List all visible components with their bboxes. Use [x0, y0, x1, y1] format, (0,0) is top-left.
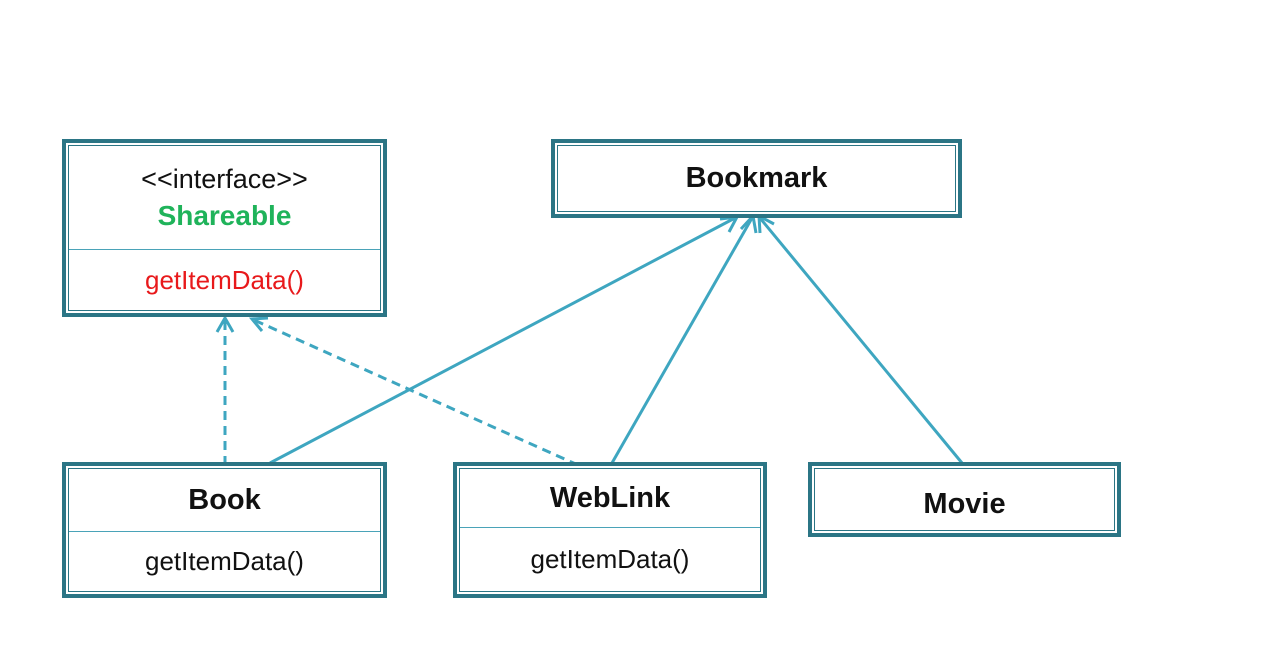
book-class-name: Book [188, 483, 261, 516]
weblink-class-name: WebLink [549, 481, 671, 514]
shareable-interface-box: <<interface>> Shareable getItemData() [62, 139, 387, 317]
weblink-class-box: WebLink getItemData() [453, 462, 767, 598]
movie-class-name: Movie [923, 488, 1006, 520]
interface-name: Shareable [157, 199, 292, 231]
weblink-to-shareable-arrowhead [248, 316, 269, 332]
interface-method: getItemData() [145, 264, 304, 295]
bookmark-class-name: Bookmark [685, 162, 828, 194]
book-methods: getItemData() [69, 531, 380, 591]
weblink-header: WebLink [460, 469, 760, 527]
bookmark-header: Bookmark [558, 146, 955, 211]
book-class-box: Book getItemData() [62, 462, 387, 598]
bookmark-class-box: Bookmark [551, 139, 962, 218]
weblink-methods: getItemData() [460, 527, 760, 591]
book-method: getItemData() [145, 546, 304, 576]
interface-methods: getItemData() [69, 249, 380, 310]
movie-class-box: Movie [808, 462, 1121, 537]
interface-stereotype: <<interface>> [141, 163, 308, 194]
book-to-bookmark-arrow [269, 216, 736, 465]
movie-header: Movie [815, 469, 1114, 530]
book-header: Book [69, 469, 380, 531]
weblink-to-bookmark-arrow [610, 217, 754, 464]
weblink-to-shareable-dashed-arrow [253, 318, 579, 467]
interface-header: <<interface>> Shareable [69, 146, 380, 249]
weblink-method: getItemData() [530, 544, 690, 574]
book-to-shareable-arrowhead [215, 314, 235, 333]
movie-to-bookmark-arrow [758, 217, 964, 464]
